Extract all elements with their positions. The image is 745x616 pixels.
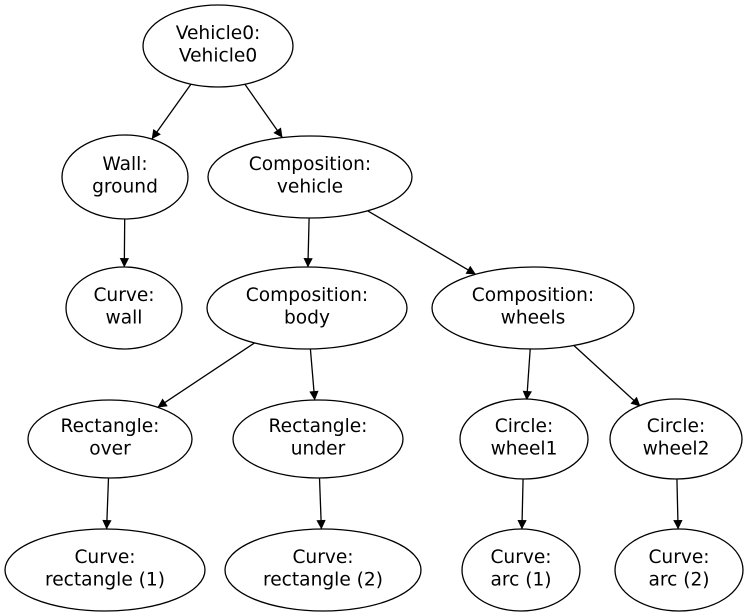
node-label-line2: arc (1) <box>490 570 551 591</box>
edge-composition-wheels-to-circle-wheel1 <box>522 348 532 401</box>
node-curve-arc-1: Curve: arc (1) <box>461 528 581 612</box>
node-label-line2: wheel2 <box>643 439 710 460</box>
node-ellipse <box>609 398 743 480</box>
node-label-line1: Composition: <box>246 285 368 306</box>
node-ellipse <box>232 399 404 479</box>
node-ellipse <box>4 528 206 612</box>
node-wall-ground: Wall: ground <box>61 134 189 220</box>
edge-vehicle0-to-composition-vehicle <box>244 83 283 138</box>
node-curve-rectangle-2: Curve: rectangle (2) <box>224 528 422 612</box>
node-ellipse <box>206 266 408 350</box>
node-label-line2: over <box>89 439 131 460</box>
edge-composition-body-to-rectangle-over <box>157 342 255 408</box>
node-label-line1: Curve: <box>292 547 353 568</box>
edge-rectangle-over-to-curve-rectangle-1 <box>102 477 112 530</box>
node-label-line2: rectangle (1) <box>45 570 165 591</box>
node-label-line1: Curve: <box>93 285 154 306</box>
node-label-line2: wall <box>106 308 143 329</box>
node-label-line1: Curve: <box>648 547 709 568</box>
node-label-line2: arc (2) <box>648 570 709 591</box>
node-label-line1: Curve: <box>490 547 551 568</box>
node-label-line1: Rectangle: <box>61 416 160 437</box>
node-label-line1: Circle: <box>647 416 705 437</box>
node-circle-wheel2: Circle: wheel2 <box>609 398 743 480</box>
node-label-line2: ground <box>92 177 158 198</box>
node-ellipse <box>61 134 189 220</box>
node-ellipse <box>207 135 413 219</box>
node-composition-body: Composition: body <box>206 266 408 350</box>
edge-rectangle-under-to-curve-rectangle-2 <box>316 477 326 530</box>
node-label-line2: under <box>291 439 346 460</box>
node-label-line2: wheel1 <box>491 439 558 460</box>
node-label-line1: Circle: <box>495 416 553 437</box>
edge-vehicle0-to-wall-ground <box>151 83 192 140</box>
edge-composition-wheels-to-circle-wheel2 <box>573 345 641 407</box>
edge-composition-body-to-rectangle-under <box>309 348 319 401</box>
node-ellipse <box>431 266 635 350</box>
edge-circle-wheel1-to-curve-arc-1 <box>517 477 527 530</box>
node-ellipse <box>461 528 581 612</box>
node-label-line1: Composition: <box>472 285 594 306</box>
node-label-line1: Vehicle0: <box>176 23 261 44</box>
node-curve-arc-2: Curve: arc (2) <box>614 528 744 612</box>
node-curve-wall: Curve: wall <box>65 266 183 350</box>
node-ellipse <box>614 528 744 612</box>
node-ellipse <box>65 266 183 350</box>
node-rectangle-under: Rectangle: under <box>232 399 404 479</box>
node-ellipse <box>459 398 589 480</box>
node-rectangle-over: Rectangle: over <box>27 399 193 479</box>
node-ellipse <box>224 528 422 612</box>
node-composition-wheels: Composition: wheels <box>431 266 635 350</box>
node-curve-rectangle-1: Curve: rectangle (1) <box>4 528 206 612</box>
node-label-line2: wheels <box>501 308 566 329</box>
edge-composition-vehicle-to-composition-wheels <box>367 210 476 275</box>
node-circle-wheel1: Circle: wheel1 <box>459 398 589 480</box>
node-label-line2: body <box>284 308 330 329</box>
node-label-line2: rectangle (2) <box>263 570 383 591</box>
node-label-line1: Wall: <box>102 154 147 175</box>
node-label-line1: Curve: <box>74 547 135 568</box>
edge-group <box>102 83 683 530</box>
edge-composition-vehicle-to-composition-body <box>303 217 313 268</box>
edge-circle-wheel2-to-curve-arc-2 <box>673 477 683 530</box>
node-label-line2: Vehicle0 <box>179 46 257 67</box>
node-label-line2: vehicle <box>277 177 343 198</box>
node-ellipse <box>142 4 294 88</box>
node-composition-vehicle: Composition: vehicle <box>207 135 413 219</box>
node-label-line1: Rectangle: <box>269 416 368 437</box>
node-ellipse <box>27 399 193 479</box>
node-label-line1: Composition: <box>249 154 371 175</box>
node-vehicle0: Vehicle0: Vehicle0 <box>142 4 294 88</box>
